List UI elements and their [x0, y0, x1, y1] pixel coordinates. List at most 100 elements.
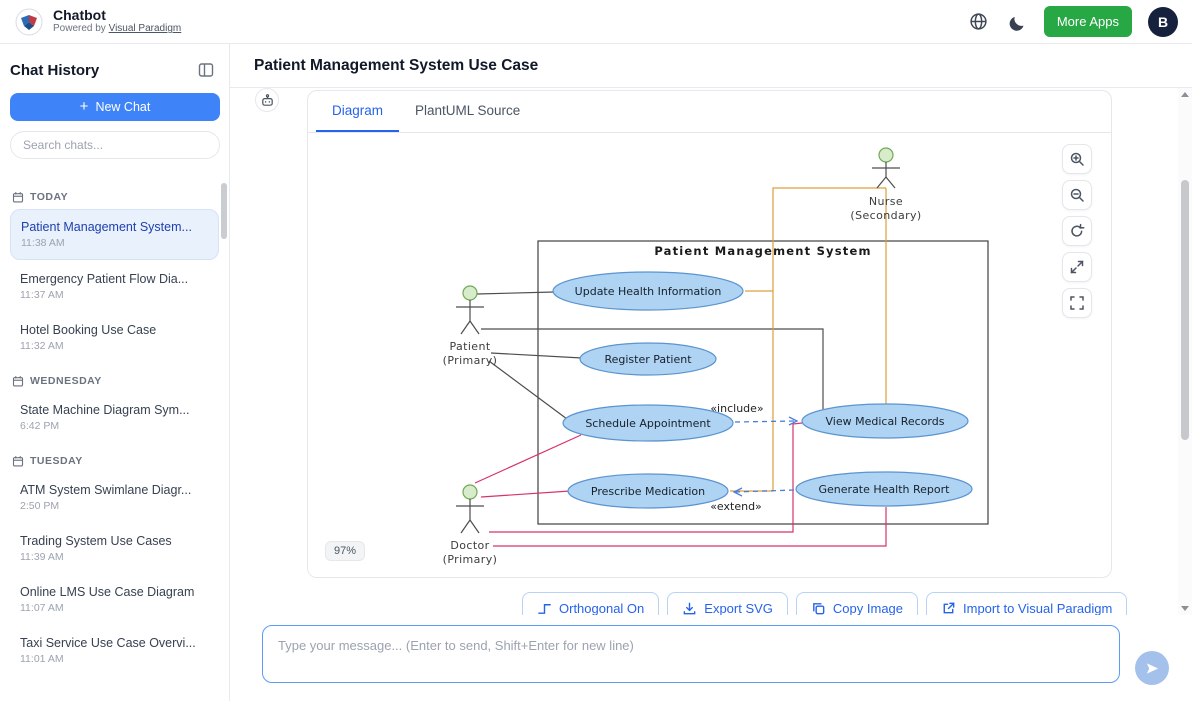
visual-paradigm-logo	[14, 7, 44, 37]
chat-history-item[interactable]: Emergency Patient Flow Dia... 11:37 AM	[10, 262, 219, 311]
use-case-shapes	[552, 271, 973, 509]
expand-icon	[1070, 260, 1084, 274]
use-case-label: Register Patient	[604, 353, 692, 366]
use-case-generate-health-report[interactable]	[795, 471, 973, 507]
use-case-update-health-information[interactable]	[552, 271, 744, 311]
chat-history-item[interactable]: Patient Management System... 11:38 AM	[10, 209, 219, 260]
zoom-level-badge: 97%	[325, 541, 366, 561]
diagram-tabbar: Diagram PlantUML Source	[308, 91, 1111, 133]
chat-item-time: 11:37 AM	[20, 289, 64, 301]
orthogonal-route-icon	[538, 604, 551, 614]
user-avatar[interactable]: B	[1148, 6, 1178, 37]
use-case-schedule-appointment[interactable]	[562, 404, 734, 442]
chat-item-title: ATM System Swimlane Diagr...	[20, 483, 192, 497]
chat-history-item[interactable]: Trading System Use Cases 11:39 AM	[10, 524, 219, 573]
chat-history-item[interactable]: ATM System Swimlane Diagr... 2:50 PM	[10, 473, 219, 522]
dark-mode-button[interactable]	[1006, 11, 1028, 33]
main-scrollbar[interactable]	[1178, 88, 1192, 615]
use-case-prescribe-medication[interactable]	[567, 473, 729, 509]
plus-icon: +	[79, 98, 89, 115]
tab-diagram[interactable]: Diagram	[316, 91, 400, 132]
include-relation-line	[734, 420, 796, 423]
assistant-avatar	[255, 88, 279, 112]
chat-item-time: 11:39 AM	[20, 551, 64, 563]
chat-group-header: TUESDAY	[10, 444, 219, 473]
action-label: Copy Image	[832, 601, 904, 616]
diagram-card: Diagram PlantUML Source Patient Manageme…	[307, 90, 1112, 578]
chat-history-item[interactable]: Online LMS Use Case Diagram 11:07 AM	[10, 575, 219, 624]
chat-group-header: TODAY	[10, 180, 219, 209]
use-case-register-patient[interactable]	[579, 342, 717, 376]
chat-group-label: WEDNESDAY	[30, 375, 102, 387]
powered-by: Powered by Visual Paradigm	[53, 23, 181, 35]
chat-item-title: Hotel Booking Use Case	[20, 323, 157, 337]
use-case-label: Prescribe Medication	[591, 485, 705, 498]
action-label: Import to Visual Paradigm	[963, 601, 1113, 616]
calendar-icon	[12, 192, 24, 203]
conversation-body: Diagram PlantUML Source Patient Manageme…	[230, 88, 1192, 701]
panel-collapse-icon	[198, 63, 214, 77]
topbar-actions: More Apps B	[967, 6, 1178, 37]
actor-patient[interactable]: Patient (Primary)	[443, 285, 498, 367]
chat-history-item[interactable]: Taxi Service Use Case Overvi... 11:01 AM	[10, 626, 219, 675]
uml-use-case-diagram: Patient Management System	[443, 147, 989, 566]
chat-item-title: State Machine Diagram Sym...	[20, 403, 190, 417]
actor-name: Nurse	[869, 195, 903, 208]
reset-view-button[interactable]	[1062, 216, 1092, 246]
new-chat-label: New Chat	[95, 100, 151, 114]
message-input[interactable]	[262, 625, 1120, 683]
reset-rotate-icon	[1071, 223, 1085, 237]
actor-doctor[interactable]: Doctor (Primary)	[443, 484, 498, 566]
actor-name: Patient	[449, 340, 490, 353]
language-globe-button[interactable]	[967, 10, 990, 33]
extend-relation-line	[734, 489, 795, 493]
use-case-label: Schedule Appointment	[585, 417, 711, 430]
chat-item-title: Emergency Patient Flow Dia...	[20, 272, 189, 286]
zoom-out-icon	[1070, 188, 1084, 202]
visual-paradigm-link[interactable]: Visual Paradigm	[108, 23, 182, 34]
new-chat-button[interactable]: + New Chat	[10, 93, 220, 121]
tab-plantuml-source[interactable]: PlantUML Source	[415, 103, 521, 118]
chat-history-item[interactable]: Hotel Booking Use Case 11:32 AM	[10, 313, 219, 362]
zoom-in-button[interactable]	[1062, 144, 1092, 174]
powered-by-text: Powered by	[53, 23, 109, 34]
zoom-in-icon	[1070, 152, 1084, 166]
diagram-canvas[interactable]: Patient Management System	[308, 133, 1111, 577]
use-case-label: Generate Health Report	[819, 483, 951, 496]
extend-label: «extend»	[710, 500, 762, 513]
chat-group-label: TUESDAY	[30, 455, 83, 467]
chat-history-item[interactable]: State Machine Diagram Sym... 6:42 PM	[10, 393, 219, 442]
action-label: Orthogonal On	[559, 601, 645, 616]
download-icon	[683, 602, 696, 615]
more-apps-button[interactable]: More Apps	[1043, 6, 1132, 37]
app-title: Chatbot	[53, 7, 106, 23]
fit-corners-icon	[1070, 296, 1084, 310]
scroll-down-arrow[interactable]	[1181, 606, 1189, 611]
actor-nurse[interactable]: Nurse (Secondary)	[850, 147, 921, 222]
brand-text: Chatbot Powered by Visual Paradigm	[53, 8, 181, 35]
use-case-view-medical-records[interactable]	[801, 403, 969, 439]
scroll-up-arrow[interactable]	[1181, 92, 1189, 97]
sidebar-scrollbar-thumb[interactable]	[221, 183, 227, 239]
use-case-label: Update Health Information	[575, 285, 722, 298]
expand-fullscreen-button[interactable]	[1062, 252, 1092, 282]
doctor-association-lines	[474, 422, 887, 547]
search-chats-input[interactable]	[10, 131, 220, 159]
chat-group-label: TODAY	[30, 191, 69, 203]
zoom-out-button[interactable]	[1062, 180, 1092, 210]
sidebar-header: Chat History	[0, 44, 229, 91]
extend-arrowhead	[732, 487, 743, 497]
sidebar: Chat History + New Chat TODAY Patient Ma…	[0, 44, 230, 701]
chat-item-time: 11:07 AM	[20, 602, 64, 614]
main-area: Patient Management System Use Case Diagr…	[230, 44, 1192, 701]
conversation-header: Patient Management System Use Case	[230, 44, 1192, 88]
top-header: Chatbot Powered by Visual Paradigm More …	[0, 0, 1192, 44]
page-title: Patient Management System Use Case	[254, 56, 539, 74]
system-boundary-title: Patient Management System	[654, 244, 871, 258]
moon-icon	[1009, 16, 1024, 31]
chat-item-title: Taxi Service Use Case Overvi...	[20, 636, 196, 650]
send-button[interactable]	[1135, 651, 1169, 685]
collapse-sidebar-button[interactable]	[195, 59, 217, 81]
fit-screen-button[interactable]	[1062, 288, 1092, 318]
main-scrollbar-thumb[interactable]	[1181, 180, 1189, 440]
